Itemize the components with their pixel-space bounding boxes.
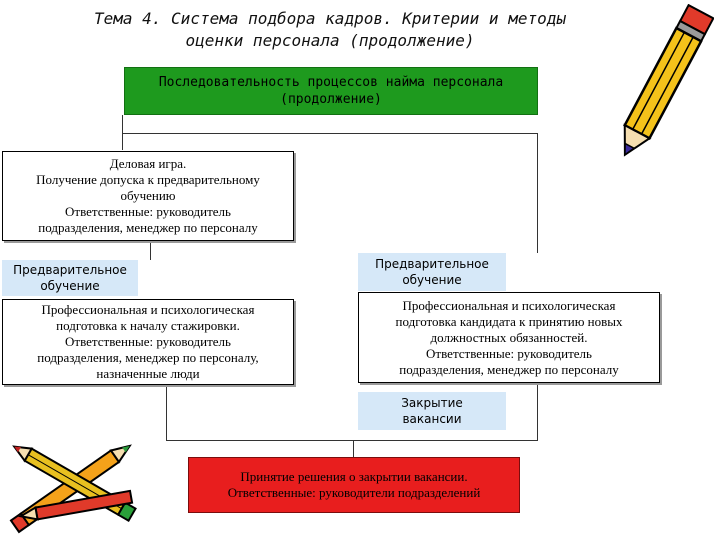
pencil-icon	[623, 4, 714, 157]
business-game-line: подразделения, менеджер по персоналу	[38, 220, 258, 235]
connector-top-horizontal	[122, 133, 538, 134]
crossed-pencils-icon	[9, 444, 137, 534]
right-training-label: Предварительное обучение	[358, 253, 506, 291]
connector-bottom-horizontal	[166, 440, 538, 441]
left-training-line: Ответственные: руководитель	[65, 334, 231, 349]
left-training-label-line: Предварительное	[13, 263, 127, 277]
connector-right-vertical	[537, 133, 538, 253]
business-game-line: Ответственные: руководитель	[65, 204, 231, 219]
left-training-label: Предварительное обучение	[2, 260, 138, 296]
connector-to-decision	[353, 440, 354, 457]
slide-title: Тема 4. Система подбора кадров. Критерии…	[60, 8, 600, 52]
connector-left-vertical	[150, 241, 151, 260]
decision-line-1: Принятие решения о закрытии вакансии.	[240, 469, 468, 484]
left-training-line: подразделения, менеджер по персоналу,	[37, 350, 259, 365]
right-training-box: Профессиональная и психологическая подго…	[358, 292, 660, 383]
business-game-line: Получение допуска к предварительному	[36, 172, 260, 187]
decision-box: Принятие решения о закрытии вакансии. От…	[188, 457, 520, 513]
right-training-line: подразделения, менеджер по персоналу	[399, 361, 619, 377]
left-training-line: подготовка к началу стажировки.	[56, 318, 240, 333]
left-training-line: назначенные люди	[96, 366, 200, 381]
vacancy-closing-label-line: Закрытие	[401, 396, 463, 410]
connector-left-down	[166, 385, 167, 441]
business-game-line: Деловая игра.	[109, 156, 187, 171]
business-game-line: обучению	[120, 188, 176, 203]
decision-line-2: Ответственные: руководители подразделени…	[227, 485, 481, 500]
right-training-line: должностных обязанностей.	[430, 329, 588, 345]
left-training-line: Профессиональная и психологическая	[41, 302, 255, 317]
left-training-box: Профессиональная и психологическая подго…	[2, 299, 294, 385]
right-training-label-line: обучение	[402, 273, 462, 287]
process-header-line-2: (продолжение)	[280, 92, 382, 107]
vacancy-closing-label-line: вакансии	[402, 412, 462, 426]
left-training-label-line: обучение	[40, 279, 100, 293]
right-training-line: подготовка кандидата к принятию новых	[395, 313, 623, 329]
connector-left-trunk-top	[122, 115, 123, 150]
right-training-line: Ответственные: руководитель	[426, 345, 592, 361]
process-header-box: Последовательность процессов найма персо…	[124, 67, 538, 115]
process-header-line-1: Последовательность процессов найма персо…	[158, 75, 504, 90]
vacancy-closing-label: Закрытие вакансии	[358, 392, 506, 430]
slide-title-line-1: Тема 4. Система подбора кадров. Критерии…	[93, 9, 566, 28]
business-game-box: Деловая игра. Получение допуска к предва…	[2, 151, 294, 241]
right-training-label-line: Предварительное	[375, 257, 489, 271]
connector-right-down	[537, 383, 538, 441]
right-training-line: Профессиональная и психологическая	[402, 297, 616, 313]
slide-title-line-2: оценки персонала (продолжение)	[185, 31, 475, 50]
